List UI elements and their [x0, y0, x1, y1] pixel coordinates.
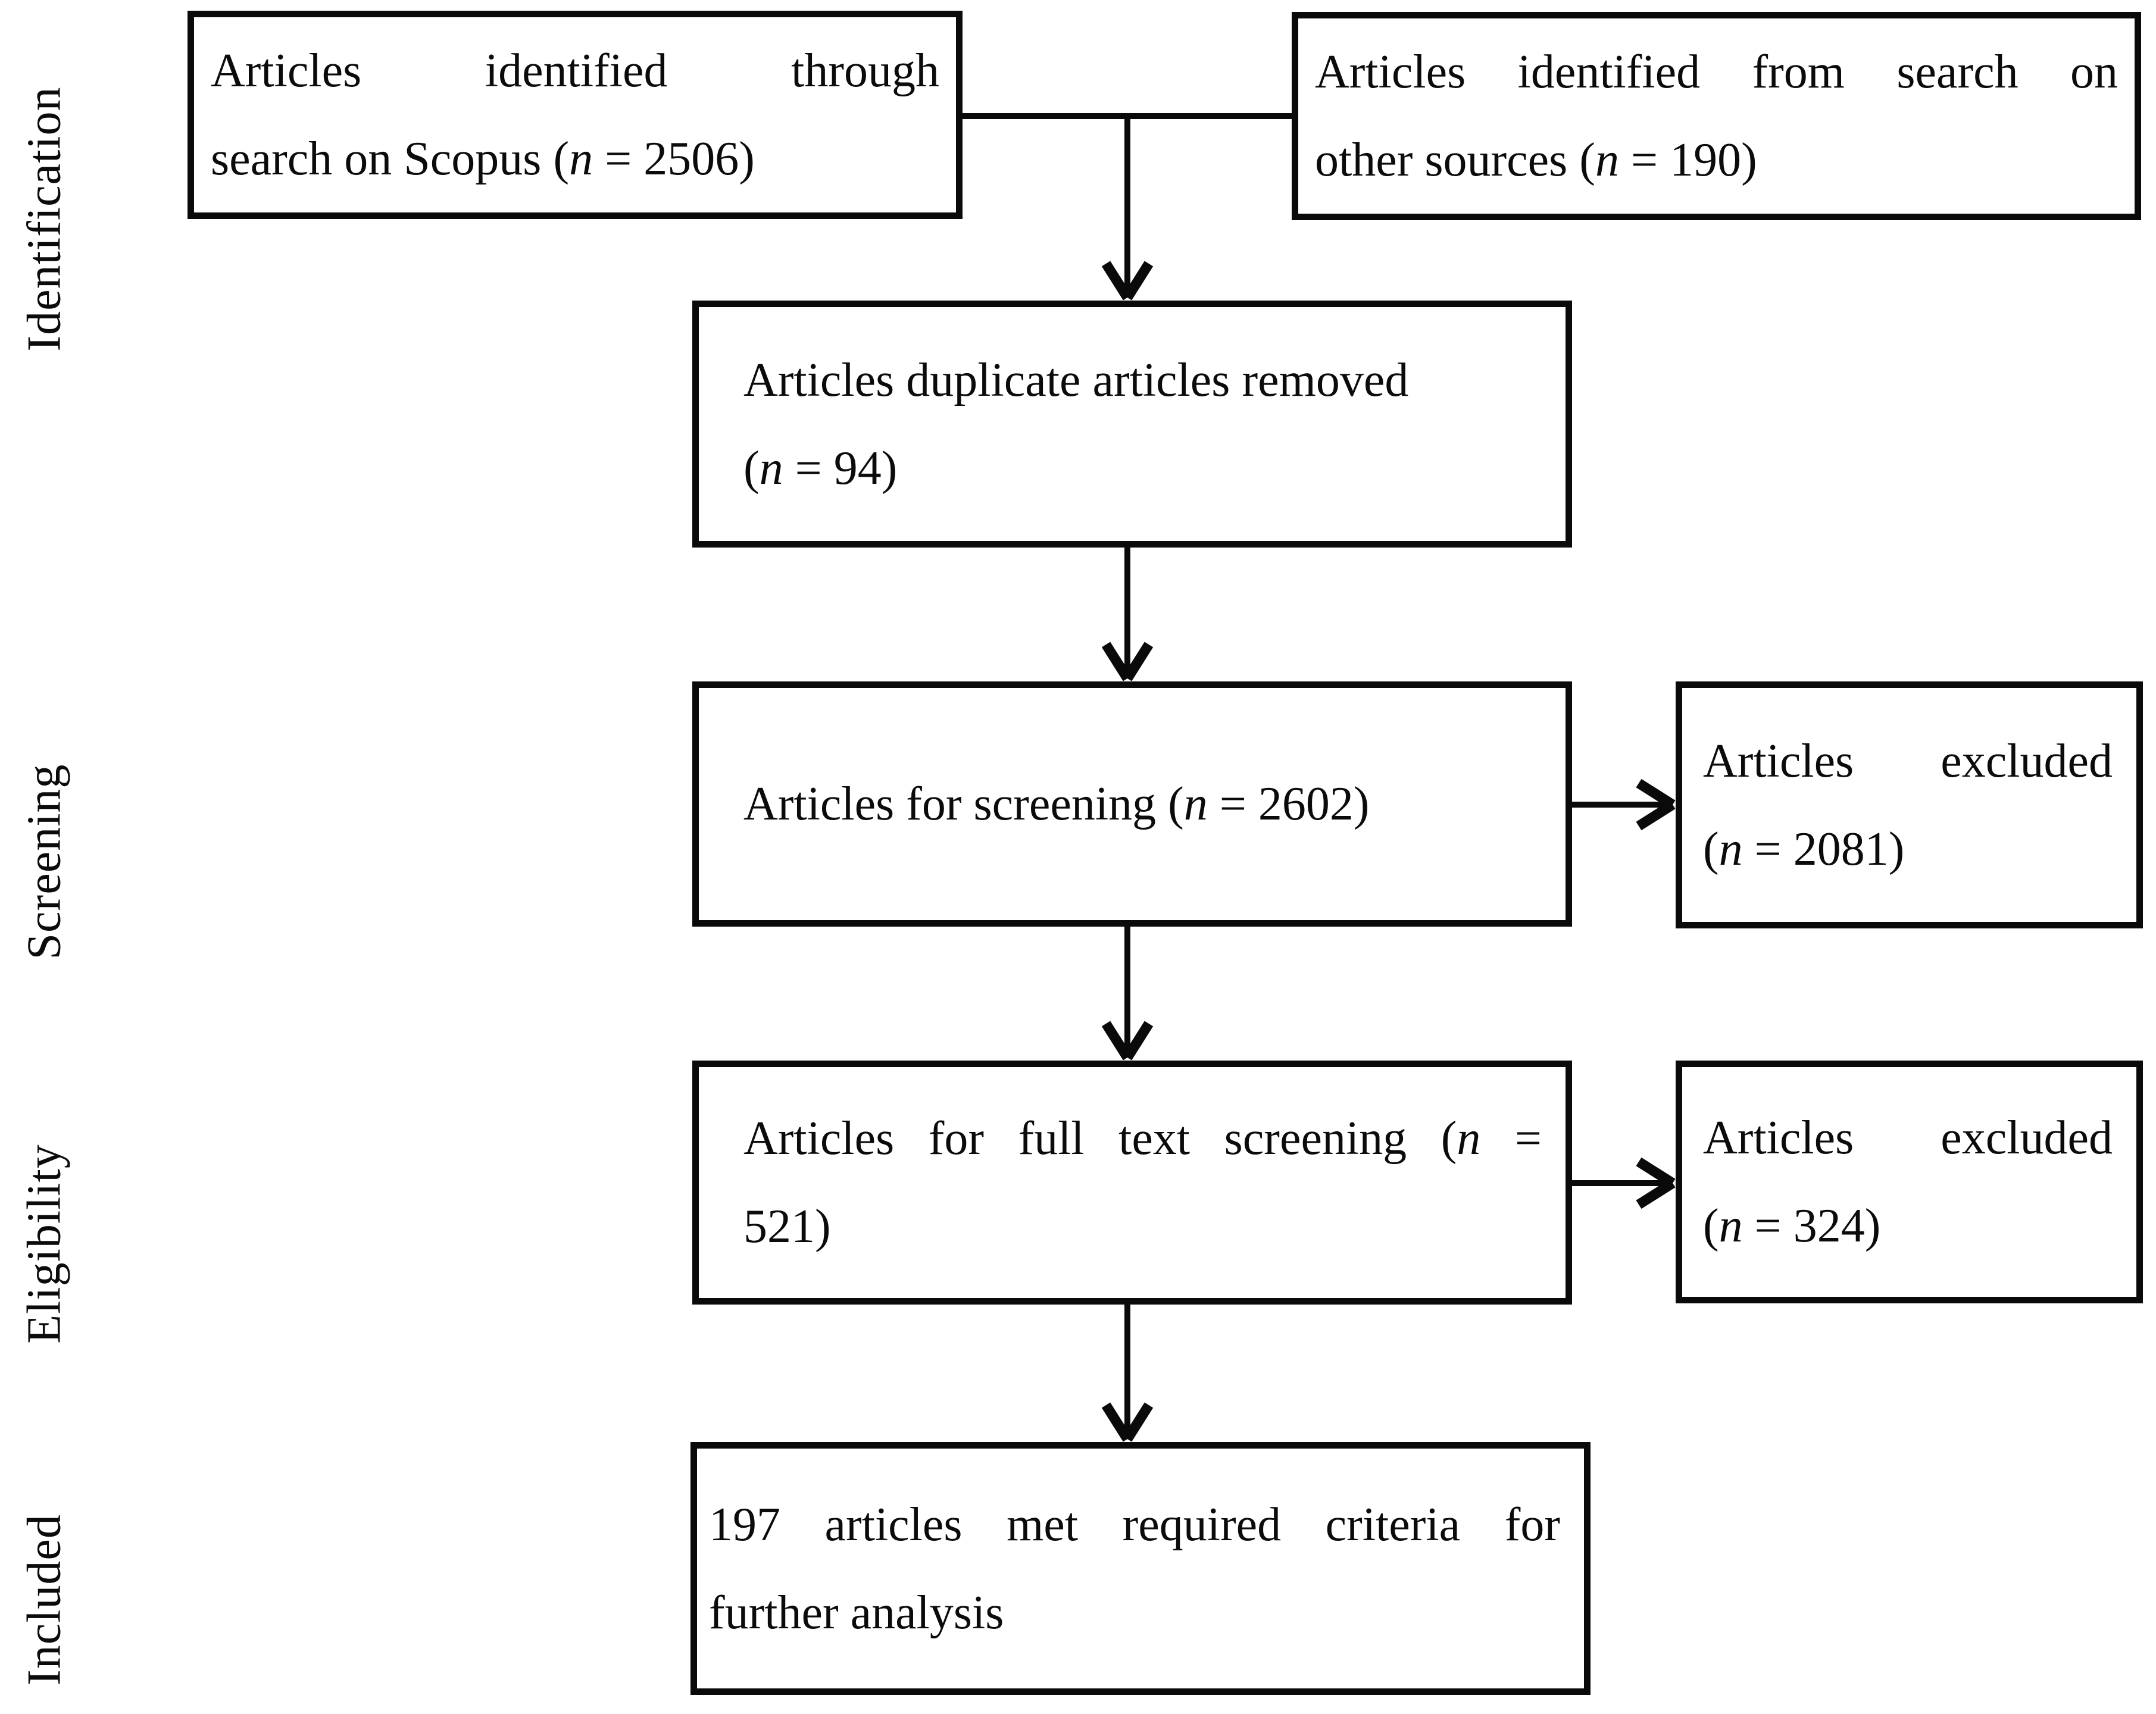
box-identified-other-sources: Articles identified from search on other sour… [1292, 12, 2141, 220]
text-line: further analysis [709, 1569, 1560, 1657]
word: other [1315, 134, 1413, 186]
text-line: 197 articles met required criteria for [709, 1481, 1560, 1569]
text-line: (n = 324) [1703, 1182, 2113, 1270]
word: search [211, 133, 333, 185]
word: (n [1441, 1112, 1481, 1165]
word: from [1752, 46, 1845, 98]
word: duplicate [906, 354, 1081, 406]
word: (n [1579, 134, 1619, 186]
word: Articles [743, 1112, 895, 1165]
word: = [1754, 1200, 1782, 1252]
word: excluded [1941, 734, 2113, 787]
word: Articles [1703, 1112, 1854, 1164]
box-identified-scopus: Articles identified through search on Scopu… [188, 11, 963, 219]
word: = [1630, 134, 1658, 186]
word: (n [743, 442, 783, 495]
word: for [1504, 1498, 1560, 1551]
box-included-final: 197 articles met required criteria for further… [690, 1442, 1591, 1695]
arrow-screening-excluded-head [1636, 778, 1676, 831]
box-articles-for-screening: Articles for screening (n = 2602) [692, 681, 1572, 927]
box-excluded-full-text: Articles excluded (n = 324) [1676, 1061, 2143, 1303]
text-line: Articles excluded [1703, 1094, 2113, 1182]
word: sources [1424, 134, 1568, 186]
arrow-screening-fulltext-head [1101, 1021, 1154, 1061]
word: = [1514, 1112, 1542, 1165]
word: Articles [743, 778, 895, 830]
word: through [791, 45, 939, 97]
stage-label-eligibility: Eligibility [18, 1144, 71, 1344]
word: text [1118, 1112, 1191, 1165]
text-line: Articles identified through [211, 27, 939, 115]
word: 2506) [643, 133, 755, 185]
word: Articles [211, 45, 362, 97]
word: 94) [833, 442, 898, 495]
word: articles [1092, 354, 1230, 406]
arrow-fulltext-excluded-head [1636, 1157, 1676, 1209]
text-line: Articles for screening (n = 2602) [743, 760, 1542, 848]
arrow-merge-head [1101, 261, 1154, 301]
text-line: search on Scopus (n = 2506) [211, 115, 939, 203]
text-line: other sources (n = 190) [1315, 116, 2118, 204]
word: for [906, 778, 962, 830]
word: Scopus [404, 133, 542, 185]
text-line: 521) [743, 1183, 1542, 1271]
word: 197 [709, 1498, 780, 1551]
word: Articles [1703, 734, 1854, 787]
word: = [605, 133, 632, 185]
word: required [1122, 1498, 1282, 1551]
word: (n [1703, 822, 1743, 875]
text-line: Articles duplicate articles removed [743, 336, 1542, 424]
word: 324) [1793, 1200, 1881, 1252]
word: 521) [743, 1200, 831, 1253]
word: (n [1703, 1200, 1743, 1252]
word: (n [553, 133, 593, 185]
word: analysis [850, 1586, 1004, 1639]
word: 2081) [1793, 822, 1905, 875]
word: full [1018, 1112, 1085, 1165]
word: screening [973, 778, 1157, 830]
stage-label-included: Included [18, 1514, 71, 1685]
word: Articles [743, 354, 895, 406]
box-duplicates-removed: Articles duplicate articles removed(n = … [692, 301, 1572, 548]
word: for [928, 1112, 985, 1165]
arrow-duplicates-screening-head [1101, 642, 1154, 681]
text-line: Articles identified from search on [1315, 28, 2118, 116]
word: 2602) [1258, 778, 1370, 830]
word: excluded [1941, 1112, 2113, 1164]
arrow-fulltext-included-head [1101, 1402, 1154, 1442]
word: removed [1242, 354, 1409, 406]
word: on [344, 133, 392, 185]
word: = [795, 442, 822, 495]
word: = [1754, 822, 1782, 875]
box-excluded-screening: Articles excluded (n = 2081) [1676, 681, 2143, 928]
word: identified [485, 45, 668, 97]
word: met [1007, 1498, 1079, 1551]
word: = [1219, 778, 1246, 830]
word: further [709, 1586, 839, 1639]
word: screening [1224, 1112, 1407, 1165]
word: search [1896, 46, 2018, 98]
text-line: (n = 2081) [1703, 805, 2113, 893]
text-line: (n = 94) [743, 424, 1542, 512]
word: (n [1168, 778, 1208, 830]
word: on [2070, 46, 2118, 98]
text-line: Articles excluded [1703, 717, 2113, 805]
word: Articles [1315, 46, 1466, 98]
word: 190) [1670, 134, 1757, 186]
word: identified [1517, 46, 1701, 98]
stage-label-screening: Screening [18, 764, 71, 960]
word: criteria [1325, 1498, 1461, 1551]
word: articles [824, 1498, 963, 1551]
stage-label-identification: Identification [18, 86, 71, 352]
